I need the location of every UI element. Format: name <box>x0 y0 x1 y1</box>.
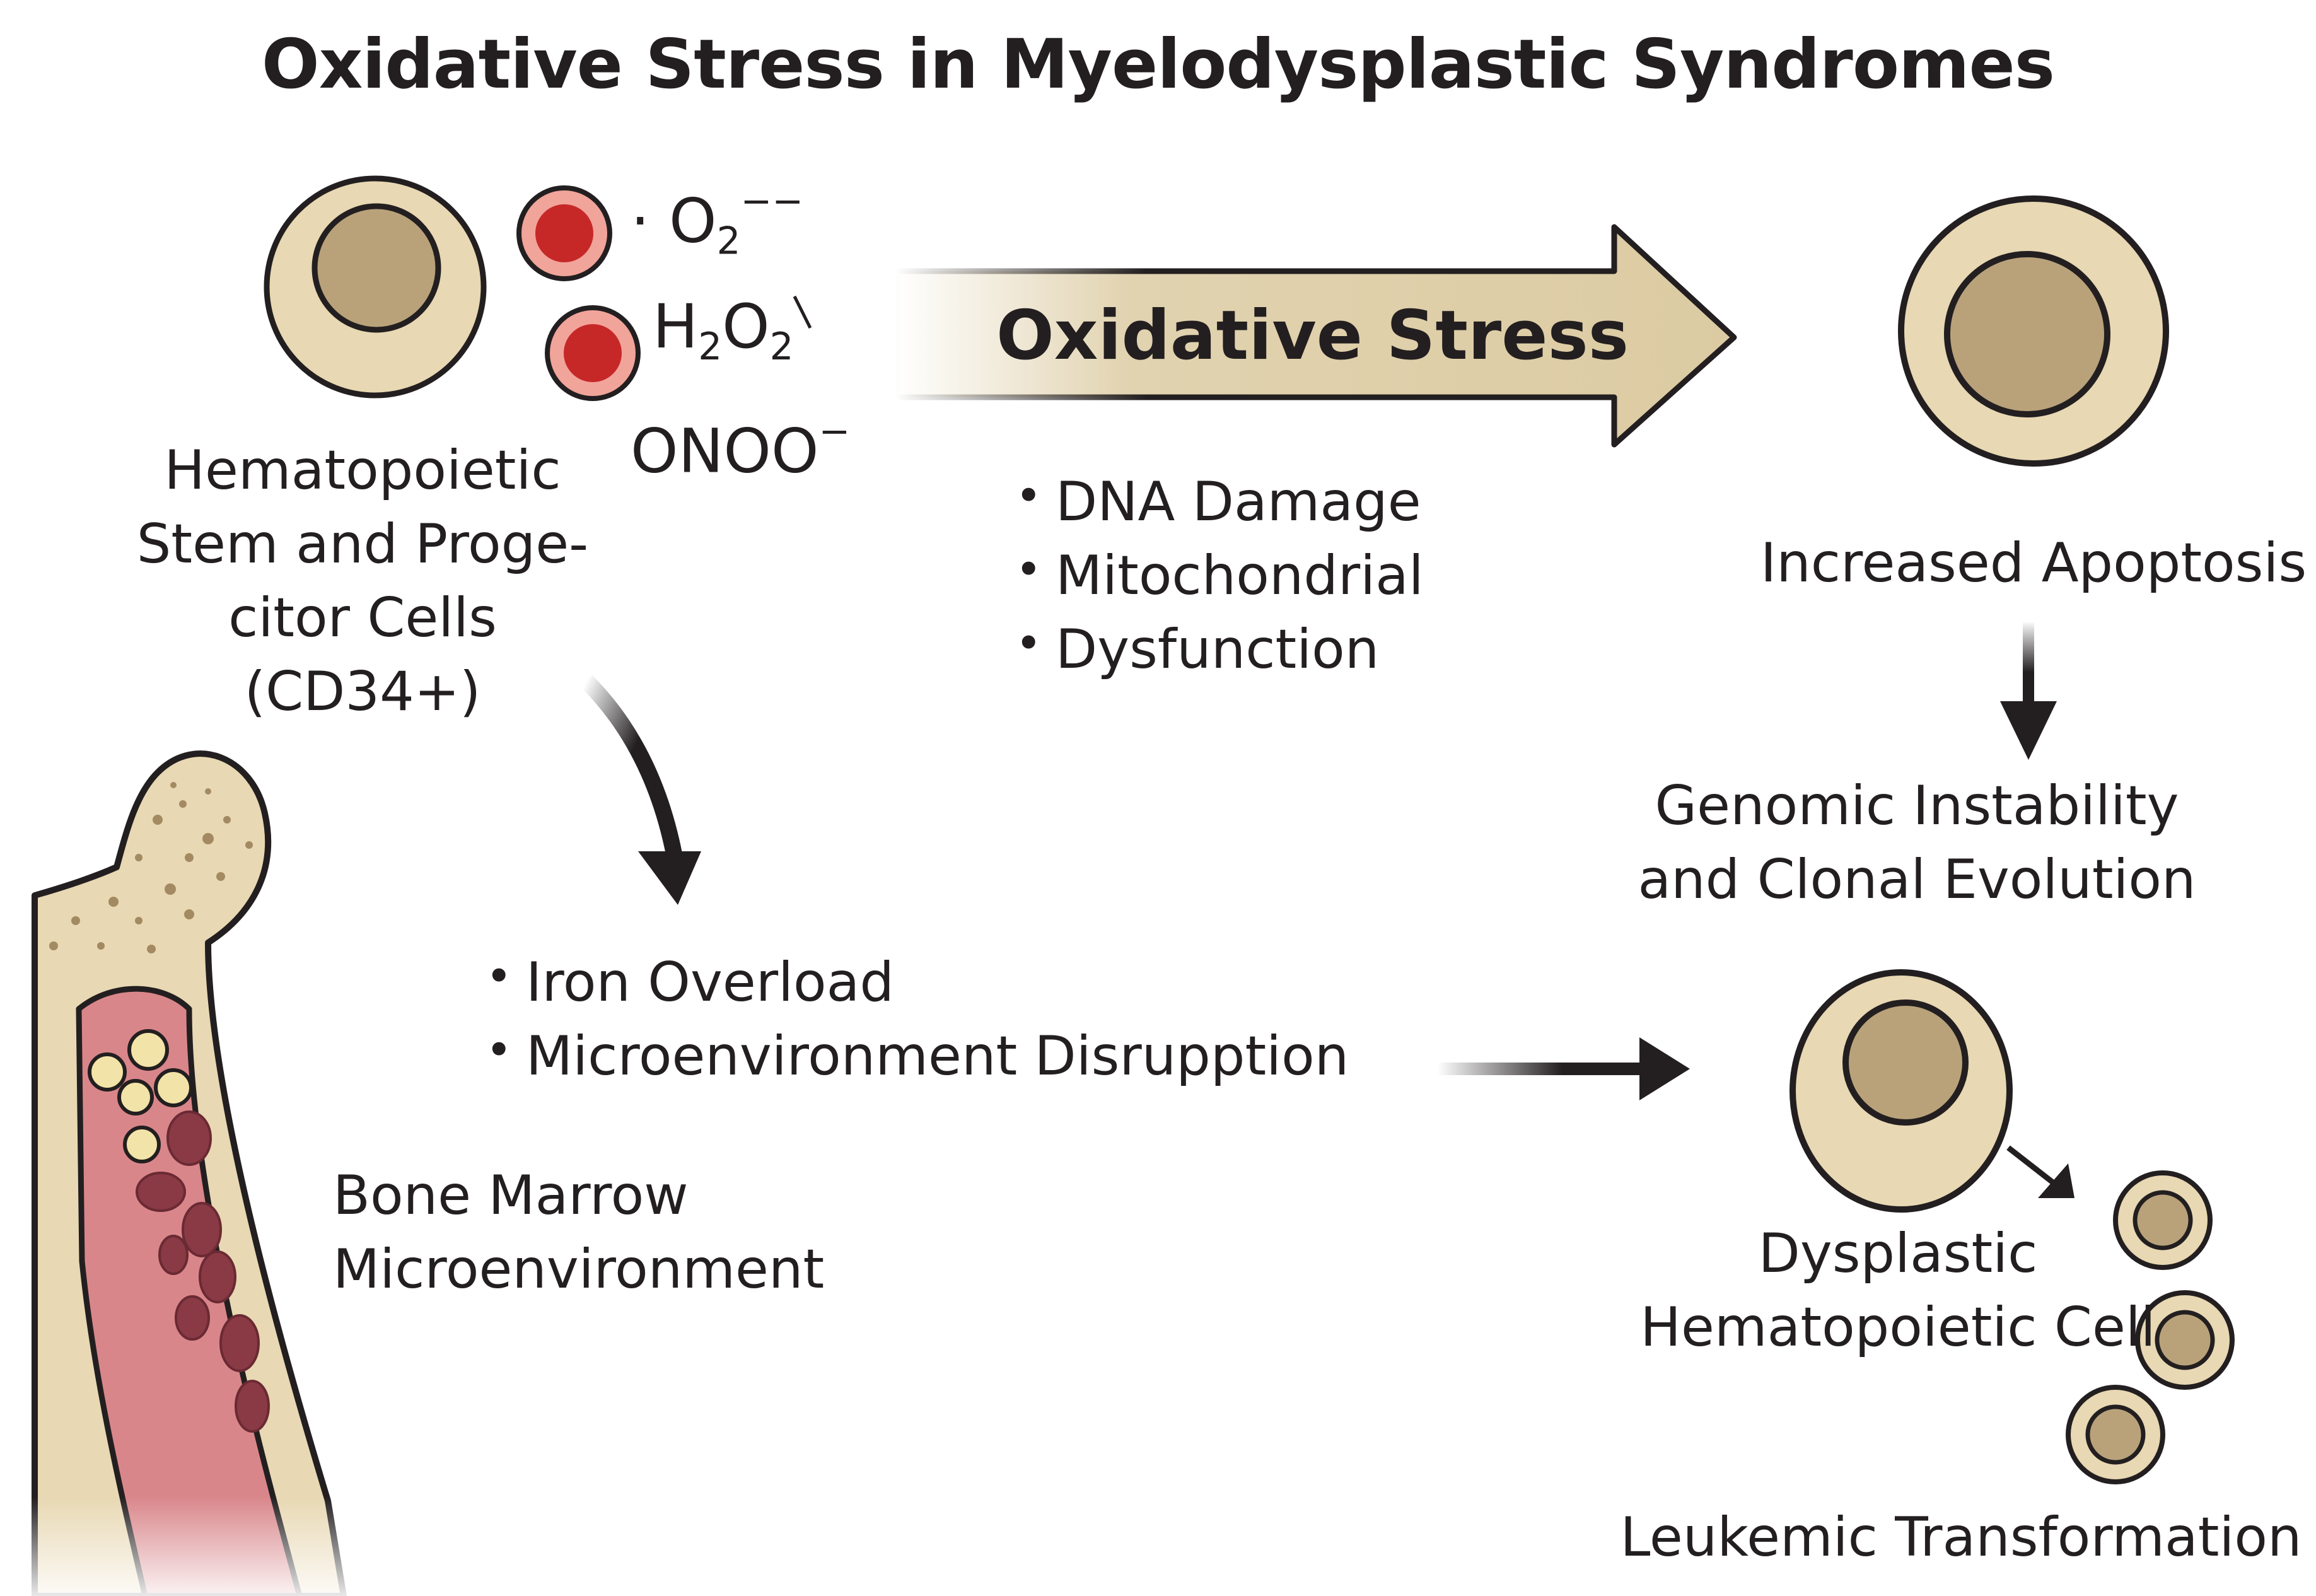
microenv-effects-list: Iron Overload Microenvironment Disruppti… <box>486 946 1349 1093</box>
microenv-effect-item: Iron Overload <box>486 946 1349 1020</box>
dysplastic-cell-label: Dysplastic Hematopoietic Cell <box>1640 1222 2156 1359</box>
ros-tick-mark <box>793 295 812 329</box>
apoptotic-cell <box>1898 195 2169 467</box>
apoptosis-label: Increased Apoptosis <box>1760 532 2307 595</box>
leukemic-blast-2 <box>2135 1290 2235 1390</box>
arrow-down-apoptosis <box>2000 621 2057 760</box>
stress-effect-item-continued: Dysfunction <box>1015 613 1424 687</box>
ros-peroxide: H2O2 <box>653 291 794 370</box>
stress-effects-list: DNA Damage Mitochondrial Dysfunction <box>1015 465 1424 687</box>
arrow-small-dysplastic <box>2006 1145 2075 1198</box>
ros-molecule-1 <box>516 185 612 281</box>
dysplastic-cell <box>1789 969 2013 1213</box>
leukemic-blast-1 <box>2113 1170 2213 1270</box>
genomic-instability-label: Genomic Instability and Clonal Evolution <box>1638 774 2196 911</box>
hspc-cell <box>264 175 487 399</box>
ros-peroxynitrite: ONOO− <box>631 410 851 487</box>
arrow-curved-hspc <box>580 675 701 905</box>
microenv-effect-item: Microenvironment Disrupption <box>486 1020 1349 1093</box>
page-title: Oxidative Stress in Myelodysplastic Synd… <box>261 25 2055 104</box>
bone-pores <box>49 782 253 953</box>
ros-superoxide: · O2−− <box>631 180 804 264</box>
hspc-label: Hematopoietic Stem and Proge- citor Cell… <box>136 439 589 723</box>
stress-effect-item: Mitochondrial <box>1015 539 1424 613</box>
arrow-right-microenv <box>1438 1037 1690 1100</box>
leukemic-blast-3 <box>2066 1385 2165 1484</box>
fat-cells <box>88 1029 193 1163</box>
oxidative-stress-arrow <box>892 224 1737 448</box>
oxidative-stress-label: Oxidative Stress <box>996 296 1629 375</box>
stress-effect-item: DNA Damage <box>1015 465 1424 539</box>
bone-marrow-label: Bone Marrow Microenvironment <box>333 1164 825 1301</box>
ros-molecule-2 <box>545 305 641 401</box>
hspc-cell-nucleus <box>311 203 441 333</box>
dysplastic-cell-nucleus <box>1842 999 1969 1126</box>
leukemic-transformation-label: Leukemic Transformation <box>1620 1506 2302 1569</box>
bone-illustration <box>0 750 378 1596</box>
apoptotic-cell-nucleus <box>1944 251 2110 417</box>
